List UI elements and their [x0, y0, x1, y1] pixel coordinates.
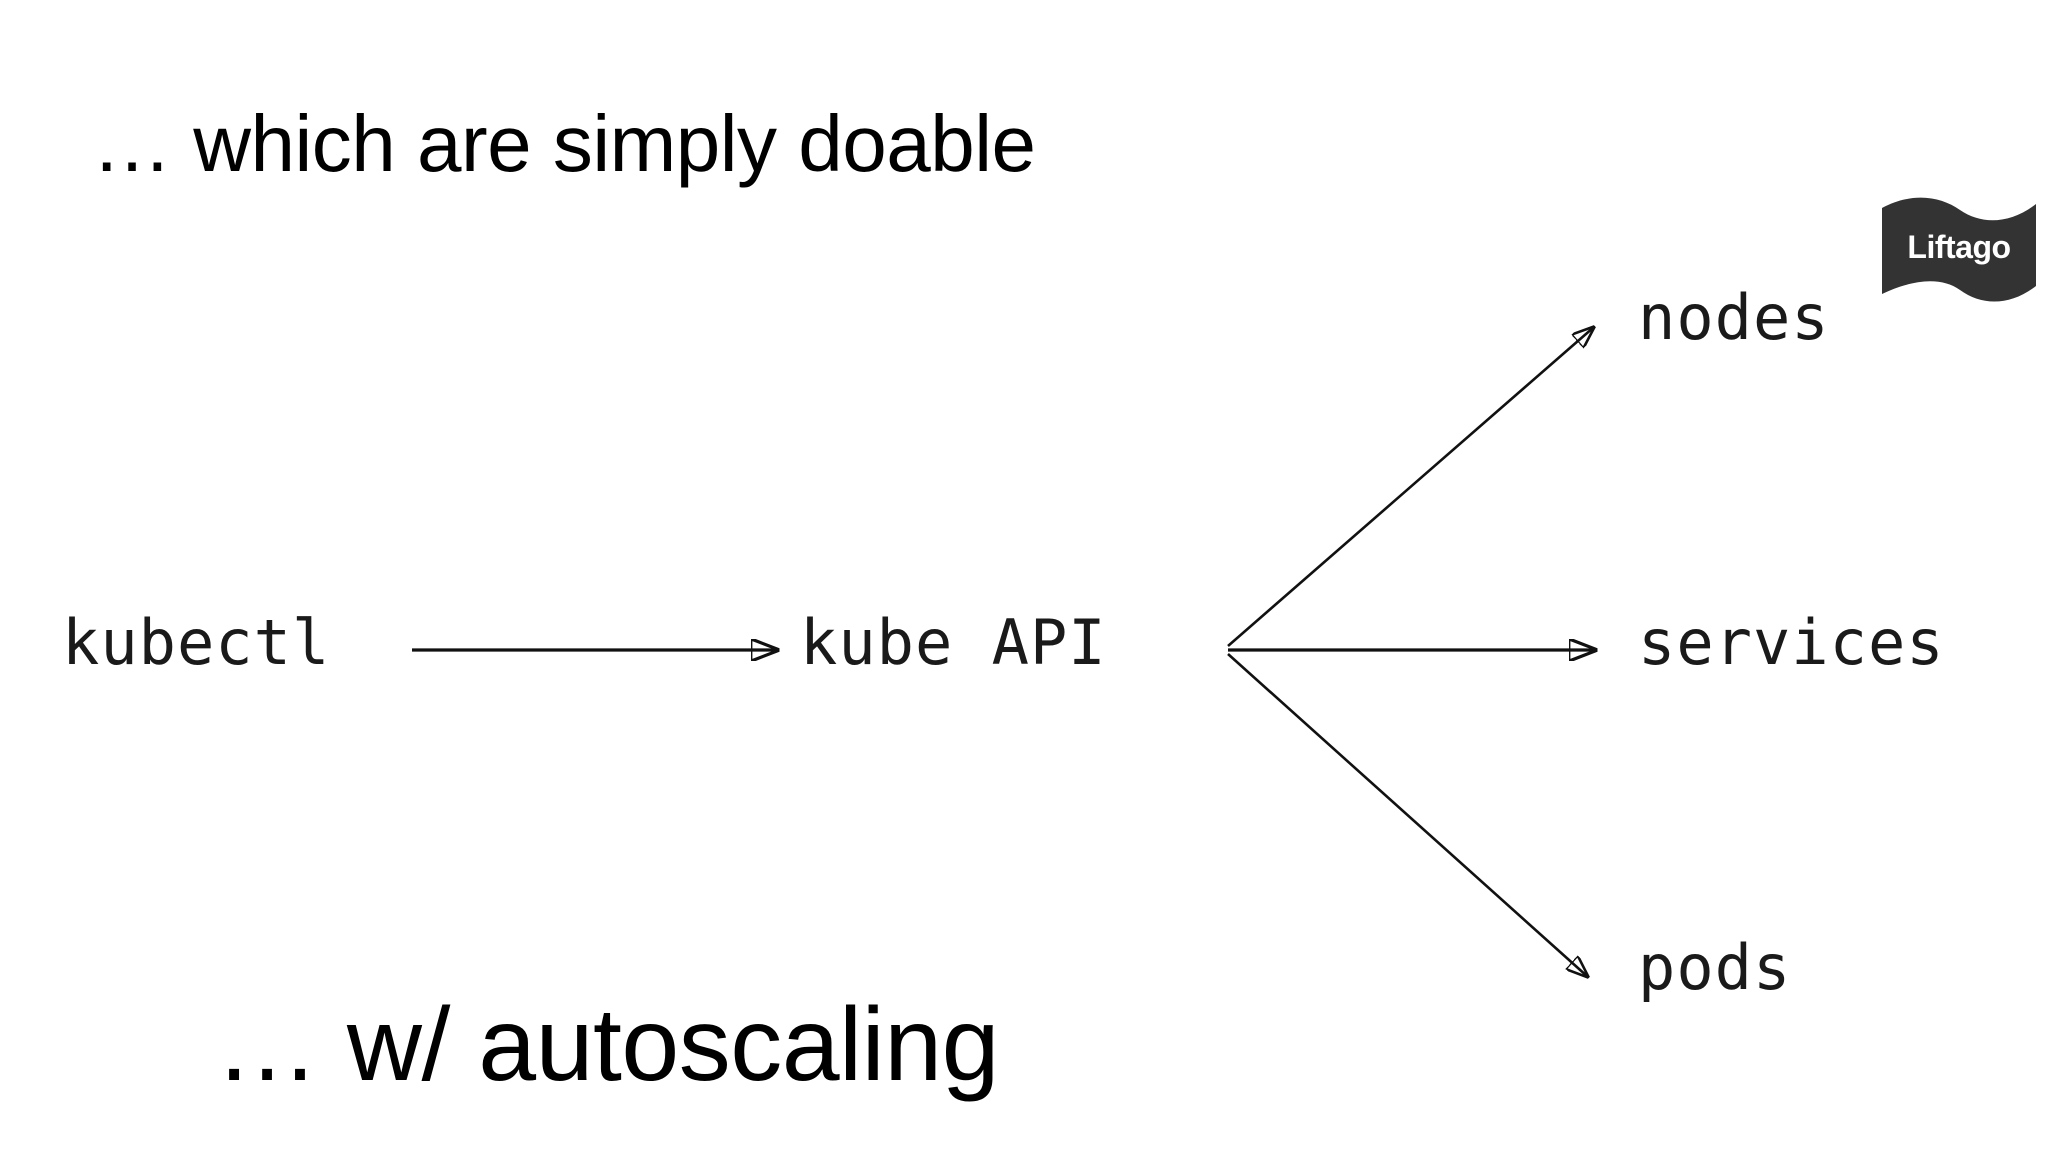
arrow-kube-api-to-nodes	[1227, 327, 1594, 647]
arrow-kube-api-to-pods	[1227, 653, 1588, 977]
diagram-node-kubectl: kubectl	[62, 606, 331, 679]
diagram-node-kube-api: kube API	[800, 606, 1107, 679]
diagram-node-pods: pods	[1638, 931, 1792, 1004]
diagram-node-services: services	[1638, 606, 1945, 679]
footer-caption: … w/ autoscaling	[215, 987, 999, 1103]
liftago-wordmark: Liftago	[1907, 228, 2011, 265]
flag-icon	[1882, 197, 2036, 302]
page-title: … which are simply doable	[92, 99, 1036, 188]
liftago-logo: Liftago	[1878, 190, 2040, 306]
diagram-node-nodes: nodes	[1638, 281, 1830, 354]
